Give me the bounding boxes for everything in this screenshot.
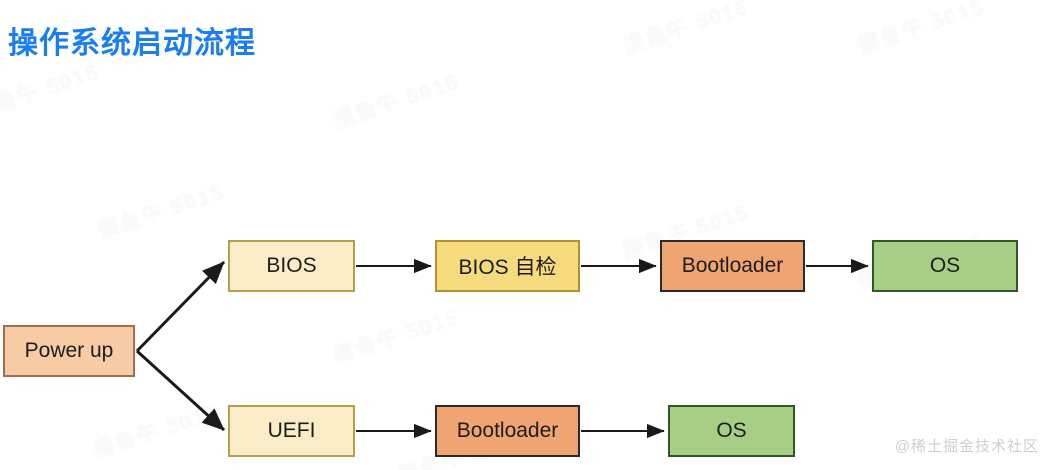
flow-node-label: OS xyxy=(929,254,961,277)
edge-powerup-bios xyxy=(135,260,226,353)
flow-node-os-bot[interactable]: OS xyxy=(668,405,795,457)
flow-node-label: Bootloader xyxy=(456,419,559,442)
flow-node-power-up[interactable]: Power up xyxy=(3,325,135,377)
flow-node-bios[interactable]: BIOS xyxy=(228,240,355,292)
page-title: 操作系统启动流程 xyxy=(8,27,256,60)
flow-node-label: BIOS 自检 xyxy=(458,256,557,279)
flow-node-os-top[interactable]: OS xyxy=(872,240,1018,292)
flow-node-label: Power up xyxy=(24,339,114,362)
flow-node-label: UEFI xyxy=(267,419,316,442)
flow-node-label: BIOS xyxy=(266,254,317,277)
flow-node-bootloader-bot[interactable]: Bootloader xyxy=(435,405,580,457)
flow-node-bootloader-top[interactable]: Bootloader xyxy=(660,240,805,292)
flow-node-label: Bootloader xyxy=(681,254,784,277)
credit-watermark: @稀土掘金技术社区 xyxy=(894,438,1039,455)
edge-powerup-uefi xyxy=(135,349,226,432)
flow-node-uefi[interactable]: UEFI xyxy=(228,405,355,457)
flow-node-label: OS xyxy=(716,419,747,442)
flow-node-bios-post[interactable]: BIOS 自检 xyxy=(435,240,580,292)
